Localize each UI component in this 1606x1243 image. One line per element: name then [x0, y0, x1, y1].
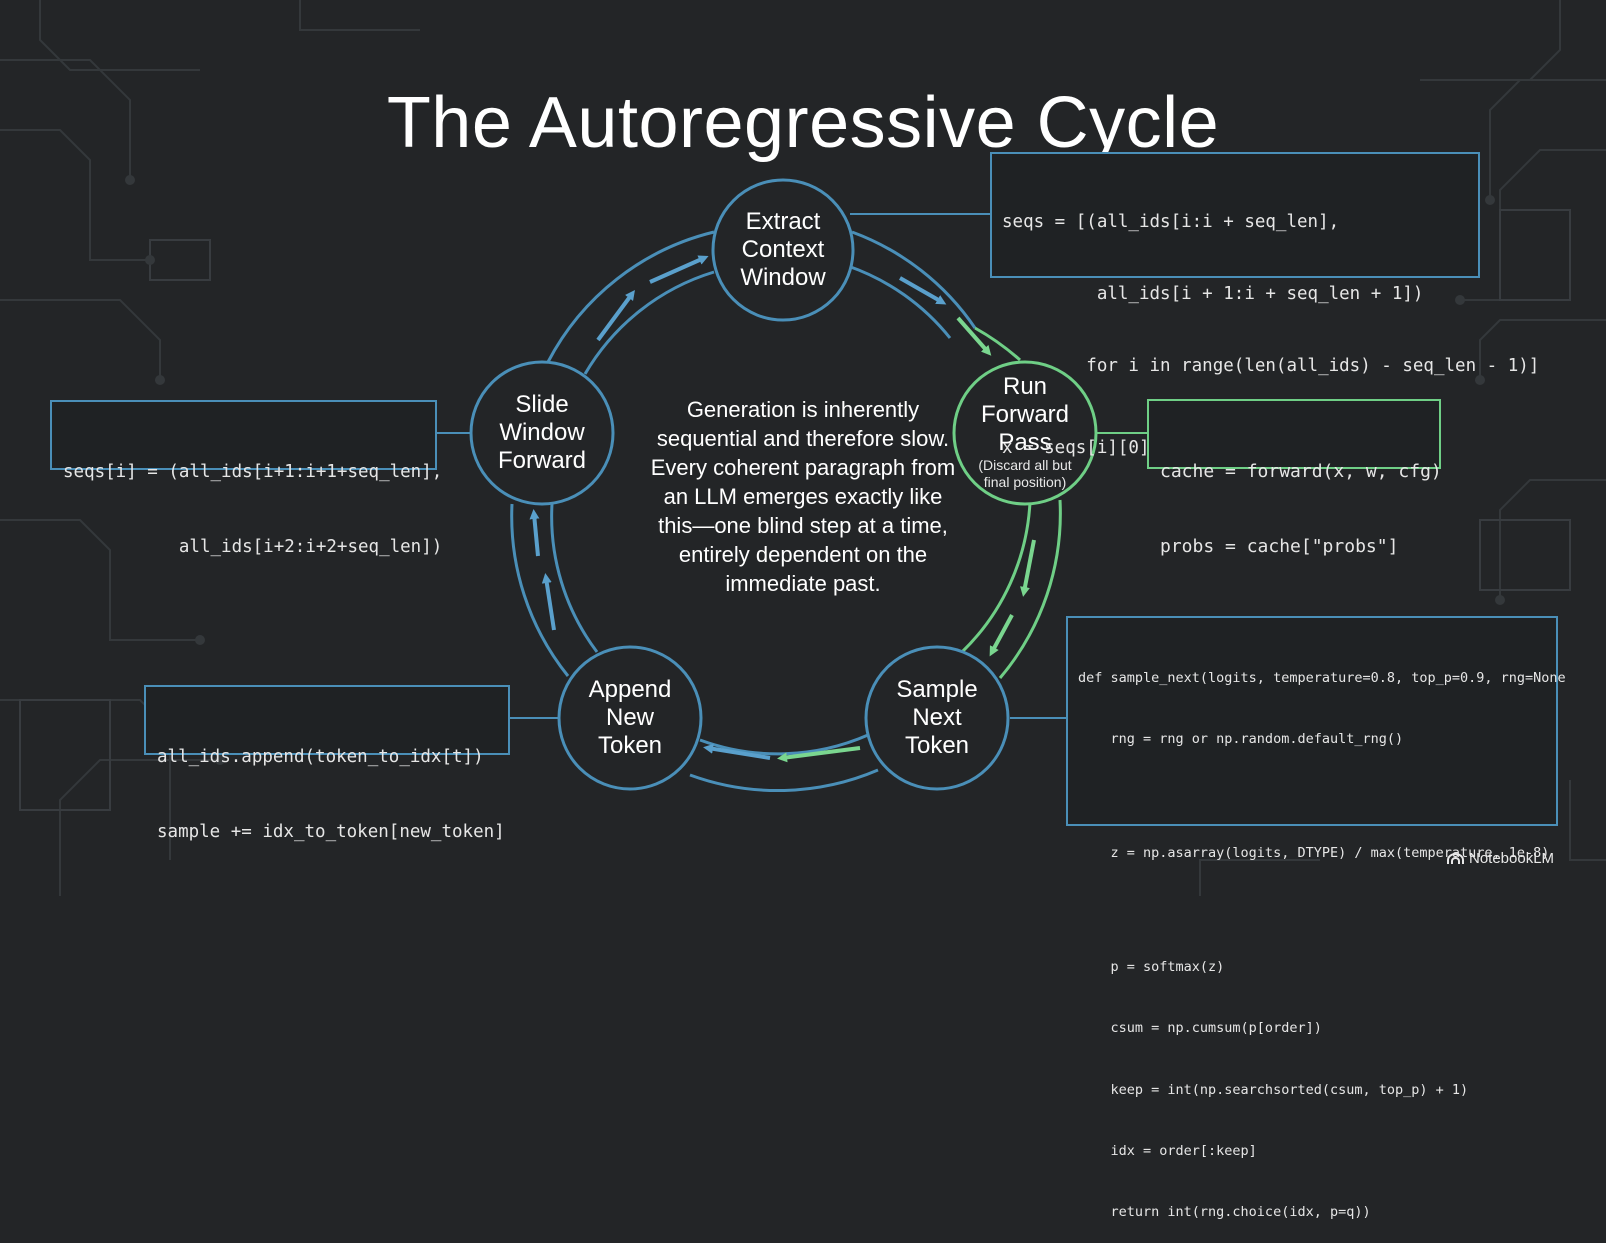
node-run-line1: Run — [1002, 373, 1048, 400]
node-sample-line3: Token — [904, 732, 970, 759]
arrow-extract-run-1 — [899, 276, 947, 305]
node-slide-line2: Window — [499, 419, 585, 446]
track-outer-extract-run — [851, 230, 977, 329]
node-extract-line1: Extract — [745, 208, 821, 235]
node-append-line2: New — [605, 704, 654, 731]
node-append-circle — [557, 645, 703, 791]
arrow-slide-extract-2 — [649, 255, 709, 284]
code-run-line: probs = cache["probs"] — [1160, 536, 1399, 557]
node-extract-line2: Context — [741, 236, 825, 263]
page-title: The Autoregressive Cycle — [386, 83, 1220, 164]
node-append-line3: Token — [597, 732, 663, 759]
center-description: Generation is inherently sequential and … — [650, 397, 956, 596]
arrow-sample-append-2 — [703, 743, 771, 760]
code-sample-spacer — [1078, 904, 1546, 916]
track-outer-green-a — [974, 326, 1021, 362]
track-outer-run-sample — [998, 499, 1062, 679]
node-run-note1: (Discard all but — [978, 457, 1072, 473]
node-sample-circle — [864, 645, 1010, 791]
notebooklm-label: NotebookLM — [1469, 850, 1555, 867]
node-sample-line2: Next — [912, 704, 962, 731]
node-run-note2: final position) — [983, 474, 1067, 490]
node-run-line2: Forward — [980, 401, 1070, 428]
code-sample-line: idx = order[:keep] — [1078, 1142, 1257, 1159]
arrow-sample-append-1 — [777, 746, 861, 763]
code-box-extract: seqs = [(all_ids[i:i + seq_len], all_ids… — [990, 152, 1539, 458]
code-sample-line: p = softmax(z) — [1078, 959, 1225, 976]
track-inner-slide-extract — [583, 270, 715, 375]
code-append-line: sample += idx_to_token[new_token] — [157, 822, 505, 842]
node-sample-line1: Sample — [896, 676, 978, 703]
track-inner-append-slide — [550, 503, 599, 653]
code-sample-line: return int(rng.choice(idx, p=q)) — [1078, 1203, 1371, 1220]
code-box-append: all_ids.append(token_to_idx[t]) sample +… — [144, 685, 510, 842]
arrow-append-slide-2 — [529, 509, 540, 557]
node-slide-circle — [469, 360, 615, 506]
arrow-append-slide-1 — [541, 573, 556, 631]
node-slide-line1: Slide — [515, 391, 569, 418]
code-extract-line: for i in range(len(all_ids) - seq_len - … — [1002, 356, 1540, 376]
code-box-run: cache = forward(x, w, cfg) probs = cache… — [1147, 399, 1442, 557]
code-extract-line: all_ids[i + 1:i + seq_len + 1]) — [1002, 284, 1424, 304]
notebooklm-brand: NotebookLM — [1447, 850, 1554, 867]
node-extract-circle — [711, 178, 855, 322]
track-outer-sample-append — [689, 768, 879, 793]
code-run-line: cache = forward(x, w, cfg) — [1160, 461, 1442, 482]
notebooklm-logo-icon — [1447, 852, 1464, 864]
code-box-slide: seqs[i] = (all_ids[i+1:i+1+seq_len], all… — [50, 400, 442, 557]
code-slide-line: seqs[i] = (all_ids[i+1:i+1+seq_len], — [63, 462, 443, 482]
code-sample-line: z = np.asarray(logits, DTYPE) / max(temp… — [1078, 845, 1550, 862]
track-inner-run-sample — [960, 501, 1032, 654]
code-sample-spacer — [1078, 790, 1546, 802]
code-extract-line: seqs = [(all_ids[i:i + seq_len], — [1002, 212, 1340, 232]
track-outer-append-slide — [510, 503, 570, 677]
node-extract: Extract Context Window — [713, 180, 853, 320]
arrow-run-sample-1 — [1020, 539, 1036, 597]
node-extract-line3: Window — [740, 264, 826, 291]
arrow-run-sample-2 — [989, 614, 1014, 657]
arrow-extract-run-2 — [956, 316, 992, 356]
node-append: Append New Token — [560, 648, 700, 788]
code-sample-line: def sample_next(logits, temperature=0.8,… — [1078, 669, 1566, 686]
code-sample-line: keep = int(np.searchsorted(csum, top_p) … — [1078, 1081, 1469, 1098]
cycle-diagram — [437, 178, 1147, 793]
track-outer-slide-extract — [546, 230, 715, 363]
arrow-slide-extract-1 — [596, 289, 635, 342]
track-inner-extract-run — [847, 264, 952, 339]
node-run-line3: Pass — [998, 429, 1052, 456]
code-box-sample: def sample_next(logits, temperature=0.8,… — [1066, 616, 1566, 1220]
node-append-line1: Append — [588, 676, 672, 703]
node-sample: Sample Next Token — [867, 648, 1007, 788]
node-run-circle — [952, 360, 1098, 506]
code-append-line: all_ids.append(token_to_idx[t]) — [157, 747, 484, 767]
code-sample-line: csum = np.cumsum(p[order]) — [1078, 1020, 1322, 1037]
code-slide-line: all_ids[i+2:i+2+seq_len]) — [63, 537, 443, 557]
code-sample-line: rng = rng or np.random.default_rng() — [1078, 731, 1404, 748]
node-slide-line3: Forward — [497, 447, 587, 474]
node-slide: Slide Window Forward — [472, 363, 612, 503]
node-run: Run Forward Pass (Discard all but final … — [955, 362, 1095, 502]
code-extract-line: x = seqs[i][0] — [1002, 438, 1150, 458]
